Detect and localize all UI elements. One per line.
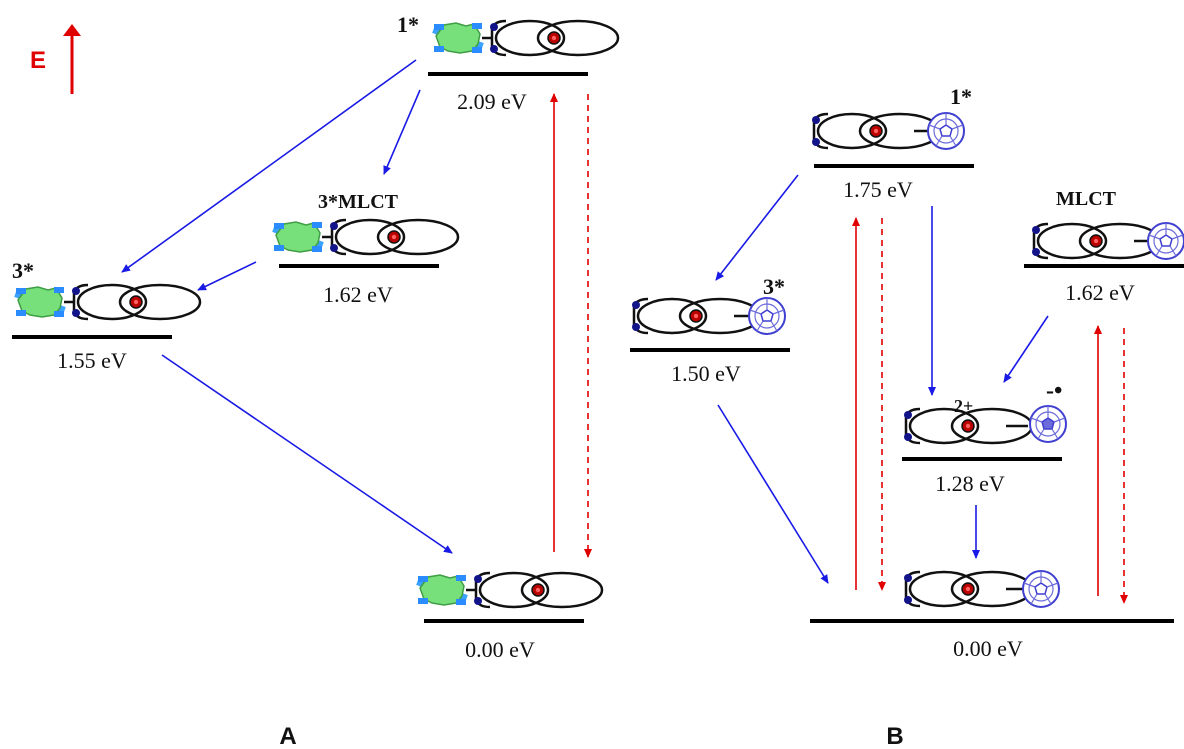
a-mlct-complex xyxy=(328,218,460,256)
a-triplet-complex xyxy=(70,283,202,321)
a-arrow-singlet-to-mlct xyxy=(383,89,421,175)
a-arrow-triplet-to-ground xyxy=(161,354,453,554)
b-singlet-label: 1* xyxy=(950,84,972,109)
a-triplet-label: 3* xyxy=(12,258,34,283)
a-mlct-energy: 1.62 eV xyxy=(323,282,393,307)
a-triplet-porphyrin xyxy=(13,286,67,318)
a-arrow-mlct-to-triplet xyxy=(197,261,257,291)
b-arrow-triplet-to-ground xyxy=(717,404,829,584)
a-arrow-singlet-to-triplet xyxy=(121,59,417,273)
b-singlet-fullerene xyxy=(927,112,965,150)
panel-b-label: B xyxy=(886,723,903,749)
a-ground-porphyrin xyxy=(415,574,469,606)
b-arrow-mlct-to-cs xyxy=(1003,315,1049,383)
energy-axis: E xyxy=(30,24,81,94)
b-ground-fullerene xyxy=(1022,570,1060,608)
a-mlct-porphyrin xyxy=(271,221,325,253)
b-cs-fullerene xyxy=(1029,405,1067,443)
b-cs-minus-label: -• xyxy=(1046,378,1062,404)
b-arrow-singlet-to-triplet xyxy=(715,174,799,281)
energy-axis-label: E xyxy=(30,47,46,74)
a-singlet-energy: 2.09 eV xyxy=(457,89,527,114)
a-singlet-label: 1* xyxy=(397,12,419,37)
b-triplet-energy: 1.50 eV xyxy=(671,361,741,386)
b-mlct-energy: 1.62 eV xyxy=(1065,280,1135,305)
b-mlct-label: MLCT xyxy=(1056,188,1117,210)
b-singlet-energy: 1.75 eV xyxy=(843,177,913,202)
b-triplet-fullerene xyxy=(748,297,786,335)
a-ground-energy: 0.00 eV xyxy=(465,637,535,662)
b-mlct-fullerene xyxy=(1147,222,1184,260)
b-triplet-label: 3* xyxy=(763,274,785,299)
b-ground-energy: 0.00 eV xyxy=(953,636,1023,661)
a-triplet-energy: 1.55 eV xyxy=(57,348,127,373)
a-ground-complex xyxy=(472,571,604,609)
a-singlet-porphyrin xyxy=(431,22,485,54)
panel-a-label: A xyxy=(279,723,296,749)
a-singlet-complex xyxy=(488,19,620,57)
b-cs-energy: 1.28 eV xyxy=(935,471,1005,496)
a-mlct-label: 3*MLCT xyxy=(318,191,399,213)
panel-a: 1* 2.09 eV 3*MLCT 1.62 eV 3* 1.55 eV 0.0… xyxy=(12,12,620,749)
panel-b: 1* 1.75 eV MLCT 1.62 eV 3* 1.50 eV 2+ -•… xyxy=(630,84,1184,749)
